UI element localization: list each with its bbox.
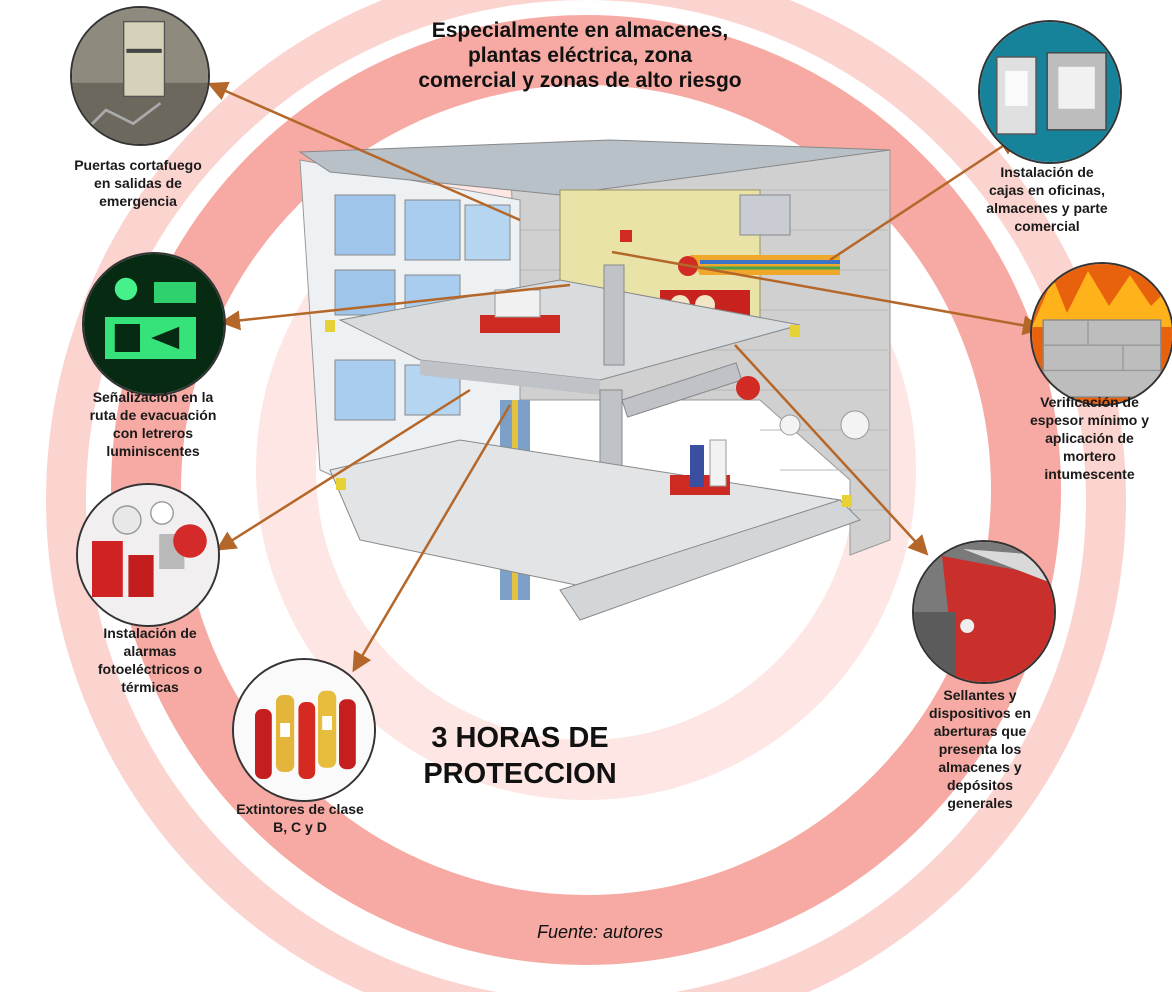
- protection-hours-label: 3 HORAS DE PROTECCION: [423, 722, 617, 790]
- sealant-icon: [912, 540, 1056, 684]
- label-evacuation-signage: Señalización en la ruta de evacuación co…: [89, 389, 217, 459]
- label-fire-boxes: Instalación de cajas en oficinas, almace…: [986, 164, 1108, 234]
- fire-door-icon: [70, 6, 210, 146]
- label-intumescent-mortar: Verificación de espesor mínimo y aplicac…: [1029, 394, 1150, 482]
- exit-sign-icon: [82, 252, 226, 396]
- fire-alarm-icon: [76, 483, 220, 627]
- extinguisher-icon: [232, 658, 376, 802]
- label-sealants: Sellantes y dispositivos en aberturas qu…: [929, 687, 1031, 811]
- fire-box-icon: [978, 20, 1122, 164]
- label-alarms: Instalación de alarmas fotoeléctricos o …: [97, 625, 203, 695]
- source-caption: Fuente: autores: [536, 922, 664, 942]
- diagram-title: Especialmente en almacenes, plantas eléc…: [418, 19, 742, 92]
- fire-wall-icon: [1030, 262, 1172, 406]
- label-fire-doors: Puertas cortafuego en salidas de emergen…: [74, 157, 202, 209]
- label-extinguishers: Extintores de clase B, C y D: [236, 801, 364, 835]
